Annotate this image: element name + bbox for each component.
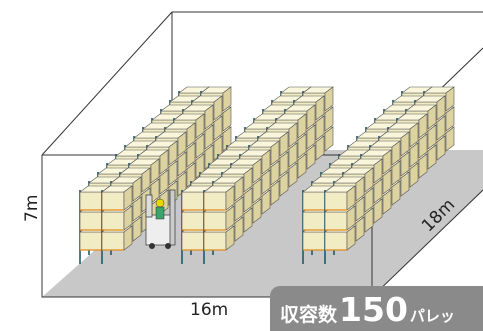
forklift bbox=[145, 189, 176, 249]
rack-row bbox=[79, 86, 232, 264]
height-dimension-label: 7m bbox=[22, 194, 42, 222]
capacity-prefix: 収容数 bbox=[280, 304, 338, 326]
capacity-unit: パレッ bbox=[409, 307, 455, 325]
pallet-box bbox=[101, 185, 133, 211]
pallet-box bbox=[203, 185, 235, 211]
capacity-badge: 収容数 150 パレッ bbox=[270, 286, 483, 331]
pallet-box bbox=[324, 185, 356, 211]
width-dimension-label: 16m bbox=[190, 300, 229, 320]
worker-icon bbox=[155, 198, 165, 220]
rack-row bbox=[181, 86, 334, 264]
rack-row bbox=[302, 86, 455, 264]
capacity-value: 150 bbox=[339, 290, 408, 329]
pallet-racks bbox=[79, 86, 455, 264]
